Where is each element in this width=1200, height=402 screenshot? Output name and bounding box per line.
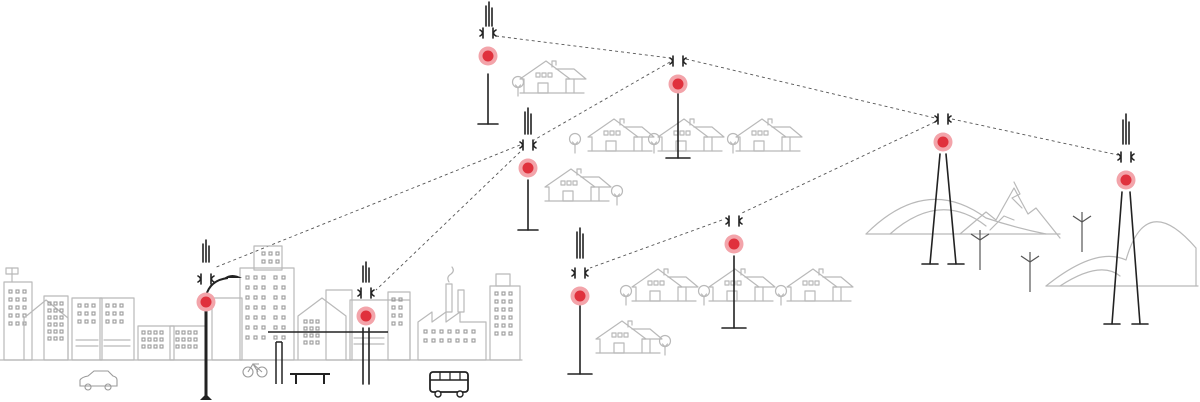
street-sign-icon xyxy=(268,331,388,384)
antenna-icon xyxy=(355,287,377,327)
house-icon xyxy=(631,268,699,302)
network-links xyxy=(213,35,1119,291)
tree-icon xyxy=(610,184,624,206)
cell-tower-icon xyxy=(477,1,499,125)
street-lamp-icon xyxy=(200,275,242,400)
antenna-icon xyxy=(195,273,217,313)
house-icon xyxy=(708,268,776,302)
antenna-icon xyxy=(723,215,745,255)
cell-tower-icon xyxy=(355,261,377,385)
factory-icon xyxy=(417,266,487,361)
cell-tower-icon xyxy=(517,107,539,231)
house-icon xyxy=(735,118,803,152)
antenna-icon xyxy=(932,113,954,153)
cell-tower-icon xyxy=(1103,113,1149,325)
building-icon xyxy=(23,295,69,361)
antenna-icon xyxy=(1115,151,1137,191)
house-icon xyxy=(519,60,587,94)
cell-tower-icon xyxy=(721,215,747,329)
cell-tower-icon xyxy=(665,55,691,159)
antenna-icon xyxy=(477,27,499,67)
building-icon xyxy=(297,289,353,361)
house-icon xyxy=(786,268,854,302)
mountain-icon xyxy=(865,181,1199,287)
cell-tower-icon xyxy=(567,227,593,375)
bicycle-icon xyxy=(242,363,268,378)
wind-turbine-icon xyxy=(970,211,1092,293)
tree-icon xyxy=(697,284,711,306)
antenna-icon xyxy=(517,139,539,179)
building-icon xyxy=(349,291,411,361)
cell-tower-icon xyxy=(921,113,965,265)
building-icon xyxy=(137,325,207,361)
city-skyline xyxy=(0,245,523,361)
tree-icon xyxy=(774,284,788,306)
house-icon xyxy=(657,118,725,152)
car-icon xyxy=(79,370,118,391)
house-icon xyxy=(595,320,663,354)
cell-tower-icon xyxy=(195,239,217,313)
house-icon xyxy=(587,118,655,152)
building-icon xyxy=(71,297,135,361)
building-icon xyxy=(489,273,521,361)
antenna-icon xyxy=(667,55,689,95)
antenna-icon xyxy=(569,267,591,307)
house-icon xyxy=(544,168,612,202)
tree-icon xyxy=(568,132,582,154)
tree-icon xyxy=(619,284,633,306)
bus-icon xyxy=(429,371,469,398)
bench-icon xyxy=(290,373,330,384)
residential-area xyxy=(511,60,854,356)
building-icon xyxy=(3,267,33,361)
